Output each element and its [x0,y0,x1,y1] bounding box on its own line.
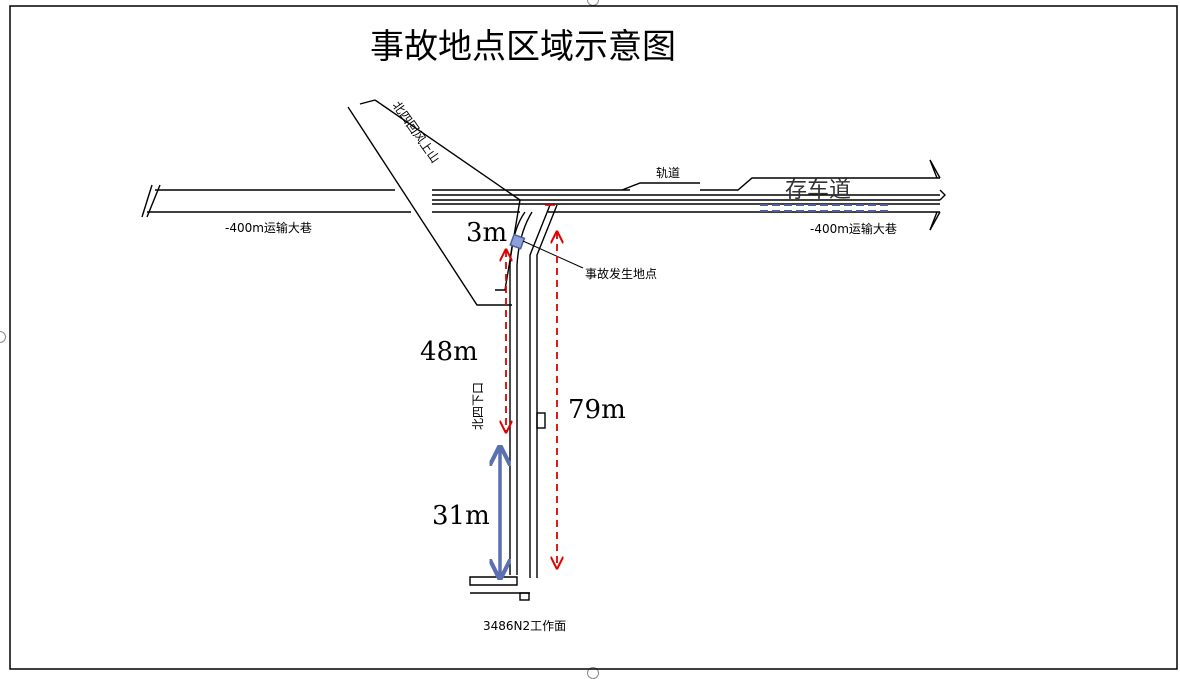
dim-3m-label: 3m [466,218,507,248]
diagram-title: 事故地点区域示意图 [370,27,676,67]
label-haulage-left: -400m运输大巷 [225,220,312,235]
parking-road-marker [760,204,890,212]
label-accident-point: 事故发生地点 [585,266,657,281]
label-air-return-uphill: 北四回风上山 [390,99,443,166]
accident-point-icon [509,233,584,269]
dim-48m-label: 48m [420,337,478,367]
diagram-frame [9,5,1178,670]
dim-31m-label: 31m [432,501,490,531]
dim-79m-label: 79m [568,395,626,425]
label-track-road: 轨道 [656,166,680,180]
label-work-face: 3486N2工作面 [483,619,566,633]
air-return-uphill [347,99,521,306]
label-parking-road: 存车道 [785,178,851,203]
label-haulage-right: -400m运输大巷 [810,221,897,236]
label-lower-roadway: 北四下口 [471,382,485,430]
